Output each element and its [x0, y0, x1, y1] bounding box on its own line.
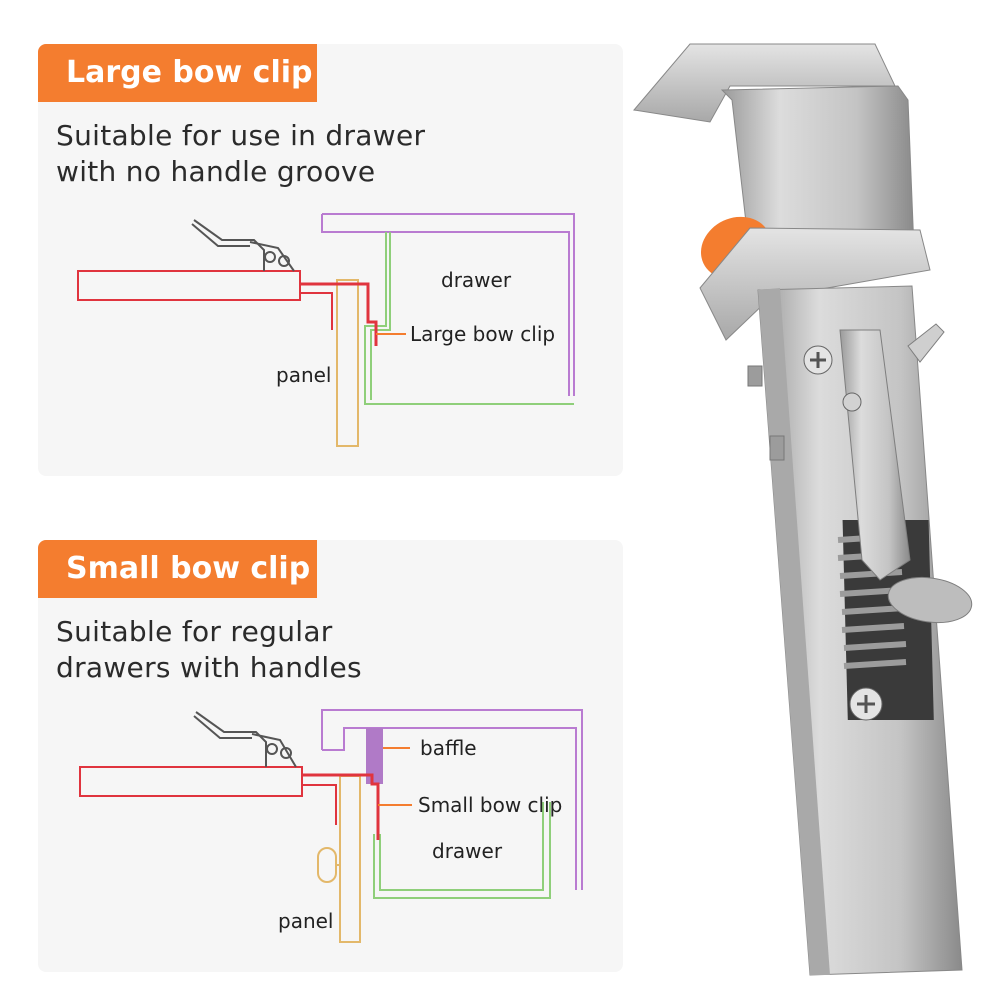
large-desc-line-2: with no handle groove	[56, 155, 376, 188]
small-bow-clip-shape	[302, 773, 380, 840]
panel-shape	[336, 279, 359, 447]
drawer-outline	[321, 709, 583, 890]
tool-body-shape	[77, 270, 301, 301]
side-bolt-icon	[747, 365, 763, 387]
spring-slot	[842, 520, 934, 720]
tool-body-shape	[79, 766, 303, 797]
label-large-bow-clip: Large bow clip	[410, 322, 555, 346]
small-bow-clip-card: Small bow clip Suitable for regular draw…	[38, 540, 623, 972]
lever-mechanism	[191, 219, 295, 272]
small-bow-clip-diagram: baffle Small bow clip drawer panel	[79, 709, 583, 943]
baffle-shape	[366, 728, 383, 784]
bow-clip-lower	[699, 227, 931, 341]
label-panel: panel	[278, 909, 334, 933]
side-bolt-icon	[769, 435, 785, 461]
label-baffle: baffle	[420, 736, 477, 760]
large-bow-clip-title: Large bow clip	[38, 44, 317, 102]
drawer-inner-outline	[373, 802, 551, 899]
rivet-icon	[842, 392, 862, 412]
handle-knob-shape	[317, 847, 337, 883]
small-bow-clip-description: Suitable for regular drawers with handle…	[56, 614, 616, 686]
small-desc-line-2: drawers with handles	[56, 651, 362, 684]
drawer-inner-outline	[364, 232, 574, 405]
large-bow-clip-card: Large bow clip Suitable for use in drawe…	[38, 44, 623, 476]
bow-clip-top	[633, 43, 915, 251]
drawer-outline	[321, 213, 575, 396]
label-drawer: drawer	[441, 268, 512, 292]
panel-shape	[339, 775, 361, 943]
large-desc-line-1: Suitable for use in drawer	[56, 119, 426, 152]
small-desc-line-1: Suitable for regular	[56, 615, 333, 648]
label-small-bow-clip: Small bow clip	[418, 793, 562, 817]
large-bow-clip-shape	[300, 282, 378, 346]
large-bow-clip-diagram: drawer Large bow clip panel	[77, 213, 575, 447]
large-bow-clip-description: Suitable for use in drawer with no handl…	[56, 118, 616, 190]
lever-handle	[839, 323, 973, 624]
screw-cross-icon	[857, 695, 875, 713]
label-drawer: drawer	[432, 839, 503, 863]
product-clamp-illustration	[633, 43, 973, 976]
small-bow-clip-title: Small bow clip	[38, 540, 317, 598]
screw-cross-icon	[810, 352, 826, 368]
lever-mechanism	[193, 711, 297, 768]
clip-hook-shape	[302, 784, 337, 825]
clip-hook-shape	[300, 292, 333, 330]
label-panel: panel	[276, 363, 332, 387]
